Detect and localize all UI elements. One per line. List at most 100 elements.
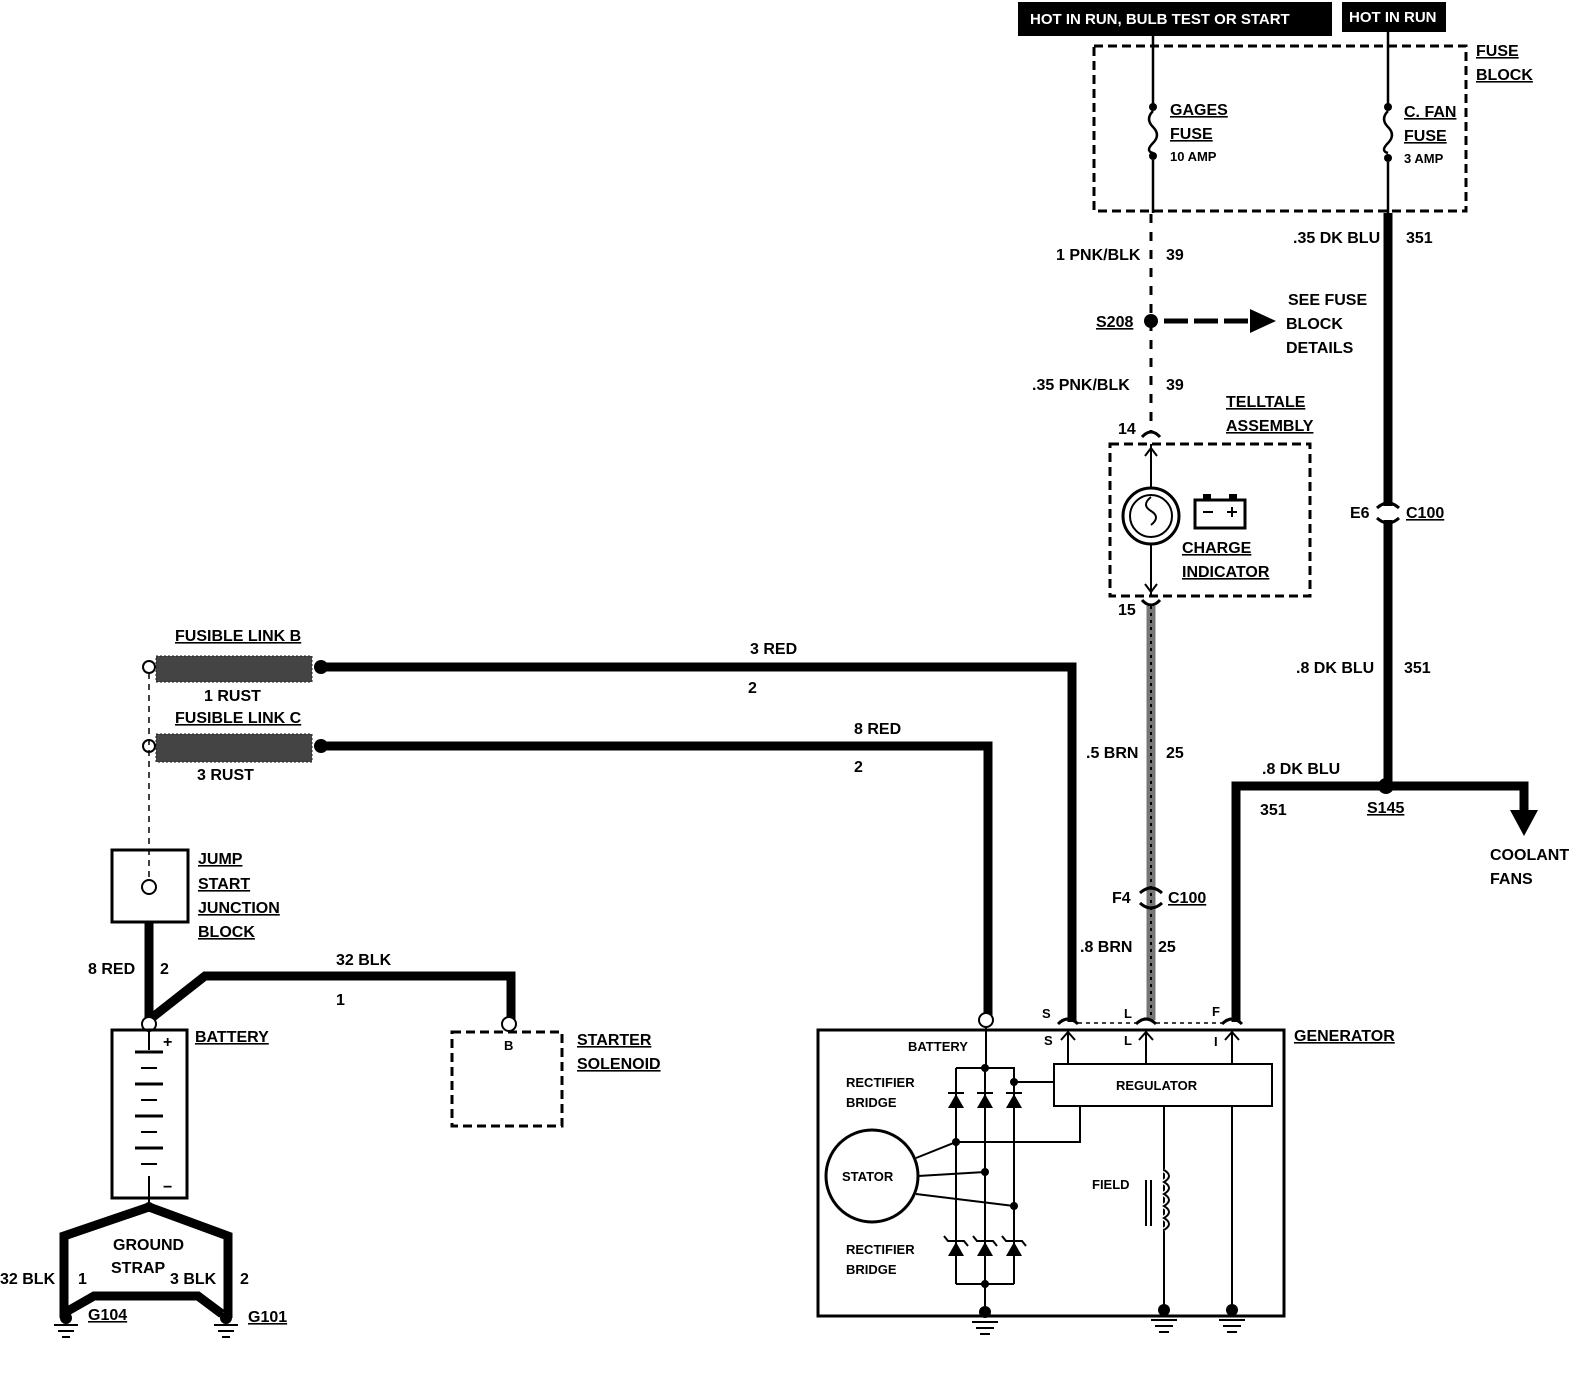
- c100-f4-connector: [1138, 886, 1164, 910]
- fusible-link-b-wire: 1 RUST: [204, 688, 261, 705]
- battery-feed-gauge: 8 RED: [88, 961, 135, 978]
- battery-icon: [1193, 494, 1247, 530]
- generator-battery-label: BATTERY: [908, 1039, 968, 1054]
- red-bottom-gauge: 8 RED: [854, 721, 901, 738]
- charge-indicator-label-1: CHARGE: [1182, 540, 1252, 557]
- circuit-25-top-gauge: .5 BRN: [1086, 745, 1138, 762]
- rectifier-junction-dots: [952, 1064, 1018, 1288]
- circuit-25-bottom-number: 25: [1158, 939, 1176, 956]
- field-label: FIELD: [1092, 1177, 1130, 1192]
- circuit-351-gen-number: 351: [1260, 802, 1287, 819]
- generator-terminal-connectors: [1056, 1017, 1244, 1064]
- ground-strap-label-1: GROUND: [113, 1237, 184, 1254]
- starter-label-2: SOLENOID: [577, 1056, 661, 1073]
- battery-minus: −: [163, 1179, 172, 1196]
- g104-label: G104: [88, 1307, 127, 1324]
- see-fuse-details-1: SEE FUSE: [1288, 292, 1367, 309]
- generator-ground-icon-3: [1219, 1304, 1245, 1333]
- circuit-351-gen-gauge: .8 DK BLU: [1262, 761, 1340, 778]
- starter-terminal-b: B: [504, 1038, 513, 1053]
- stator-label: STATOR: [842, 1169, 894, 1184]
- circuit-351-top-number: 351: [1406, 230, 1433, 247]
- rectifier-diodes-bottom: [943, 1235, 1027, 1256]
- circuit-351-top-gauge: .35 DK BLU: [1293, 230, 1380, 247]
- terminal-s-outer: S: [1042, 1006, 1051, 1021]
- s145-label: S145: [1367, 800, 1404, 817]
- generator-ground-icon-2: [1151, 1304, 1177, 1333]
- g101-label: G101: [248, 1309, 287, 1326]
- fusible-link-c-label: FUSIBLE LINK C: [175, 710, 302, 727]
- f4-label: F4: [1112, 890, 1131, 907]
- jump-start-label-3: JUNCTION: [198, 900, 280, 917]
- coolant-fans-label-1: COOLANT: [1490, 847, 1569, 864]
- circuit-351-mid-number: 351: [1404, 660, 1431, 677]
- red-bottom-number: 2: [854, 759, 863, 776]
- generator-battery-terminal: [978, 1012, 994, 1028]
- gages-fuse-name-1: GAGES: [1170, 102, 1228, 119]
- rectifier-bottom-label-1: RECTIFIER: [846, 1242, 915, 1257]
- starter-feed-number: 1: [336, 992, 345, 1009]
- fusible-link-b: [142, 655, 328, 683]
- see-fuse-details-3: DETAILS: [1286, 340, 1354, 357]
- ground-right-gauge: 3 BLK: [170, 1271, 217, 1288]
- terminal-s-inner: S: [1044, 1033, 1053, 1048]
- fuse-block-label-2: BLOCK: [1476, 67, 1533, 84]
- gages-fuse-name-2: FUSE: [1170, 126, 1213, 143]
- gages-fuse-rating: 10 AMP: [1170, 149, 1217, 164]
- fuse-block-box: [1092, 44, 1468, 213]
- cfan-fuse-rating: 3 AMP: [1404, 151, 1444, 166]
- battery-plus: +: [163, 1034, 172, 1051]
- regulator-label: REGULATOR: [1116, 1078, 1198, 1093]
- pin-14-label: 14: [1118, 421, 1136, 438]
- circuit-39-top-number: 39: [1166, 247, 1184, 264]
- starter-feed-wire: [146, 971, 516, 1024]
- fusible-link-c: [142, 733, 328, 763]
- telltale-assembly-box: [1108, 442, 1312, 598]
- telltale-title-1: TELLTALE: [1226, 394, 1306, 411]
- ground-strap: [59, 1202, 233, 1318]
- cfan-fuse-name-1: C. FAN: [1404, 104, 1456, 121]
- hot-in-run-bulb-test-label: HOT IN RUN, BULB TEST OR START: [1030, 11, 1290, 28]
- c100-top-label: C100: [1406, 505, 1444, 522]
- circuit-25-bottom-gauge: .8 BRN: [1080, 939, 1132, 956]
- circuit-39-bottom-number: 39: [1166, 377, 1184, 394]
- circuit-39-top-gauge: 1 PNK/BLK: [1056, 247, 1141, 264]
- gages-fuse: GAGES FUSE 10 AMP: [1147, 36, 1228, 213]
- charge-indicator-label-2: INDICATOR: [1182, 564, 1270, 581]
- ground-strap-label-2: STRAP: [111, 1260, 166, 1277]
- ground-right-number: 2: [240, 1271, 249, 1288]
- jump-start-label-4: BLOCK: [198, 924, 255, 941]
- generator-ground-icon-1: [972, 1306, 998, 1335]
- pin-14-connector: [1140, 430, 1162, 439]
- starter-solenoid: [450, 1016, 564, 1128]
- terminal-l-inner: L: [1124, 1033, 1132, 1048]
- generator-housing: [816, 1028, 1286, 1318]
- ground-left-number: 1: [78, 1271, 87, 1288]
- stator: [824, 1128, 1015, 1224]
- starter-feed-gauge: 32 BLK: [336, 952, 392, 969]
- cfan-fuse-name-2: FUSE: [1404, 128, 1447, 145]
- circuit-39-bottom-gauge: .35 PNK/BLK: [1032, 377, 1130, 394]
- hot-in-run-label: HOT IN RUN: [1349, 9, 1437, 26]
- jump-start-label-1: JUMP: [198, 851, 243, 868]
- starter-label-1: STARTER: [577, 1032, 652, 1049]
- battery-feed-number: 2: [160, 961, 169, 978]
- rectifier-top-label-1: RECTIFIER: [846, 1075, 915, 1090]
- terminal-f-outer: F: [1212, 1004, 1220, 1019]
- battery: [110, 1016, 189, 1210]
- g101-ground-icon: [214, 1312, 238, 1338]
- e6-label: E6: [1350, 505, 1370, 522]
- hot-in-run-banner: HOT IN RUN: [1342, 2, 1446, 32]
- hot-in-run-bulb-test-banner: HOT IN RUN, BULB TEST OR START: [1018, 2, 1332, 36]
- circuit-2-red-top-wire: [321, 662, 1077, 1022]
- rectifier-bottom-label-2: BRIDGE: [846, 1262, 897, 1277]
- pin-15-connector: [1140, 598, 1162, 607]
- c100-bottom-label: C100: [1168, 890, 1206, 907]
- pin-15-label: 15: [1118, 602, 1136, 619]
- s208-label: S208: [1096, 314, 1133, 331]
- rectifier-top-label-2: BRIDGE: [846, 1095, 897, 1110]
- cfan-fuse: C. FAN FUSE 3 AMP: [1382, 32, 1456, 213]
- circuit-351-wire: [1231, 213, 1538, 1022]
- fusible-link-b-label: FUSIBLE LINK B: [175, 628, 301, 645]
